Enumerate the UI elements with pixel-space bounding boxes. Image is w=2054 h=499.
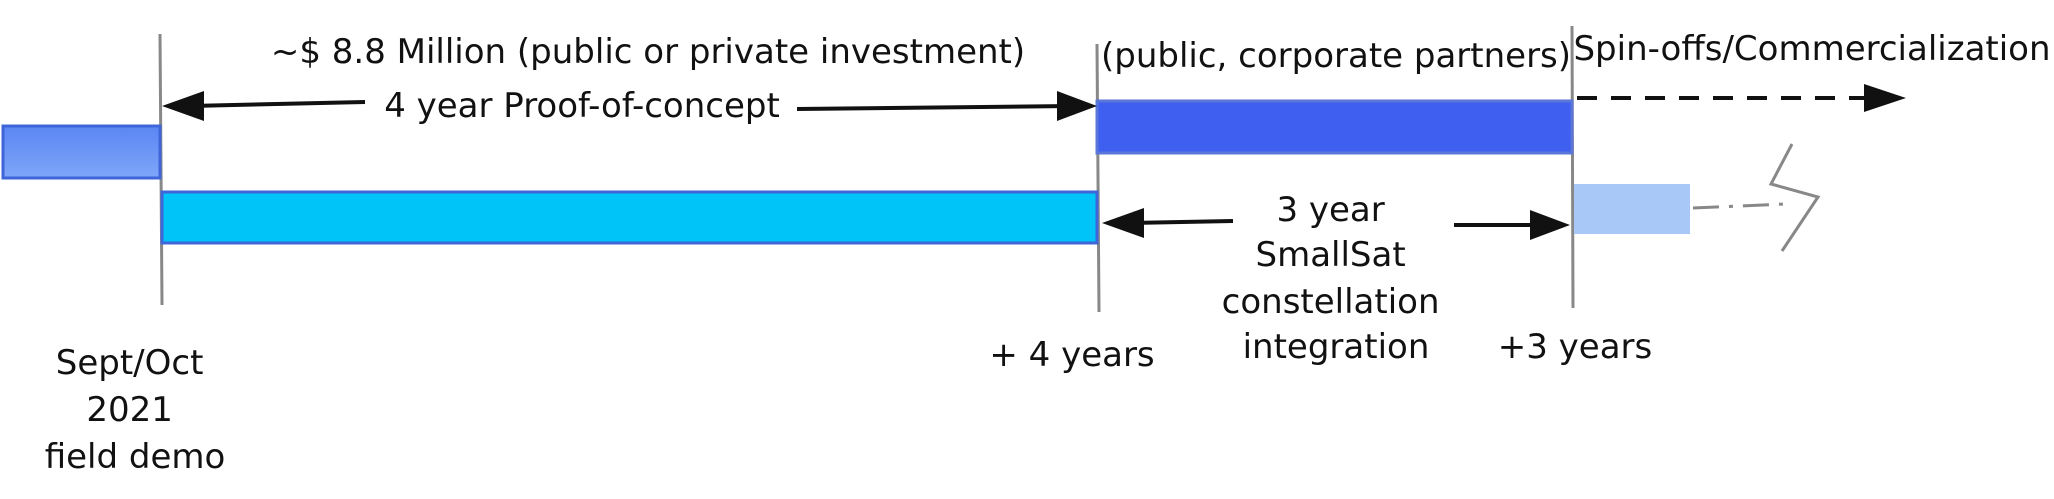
- field-demo-line-1: Sept/Oct: [56, 343, 204, 383]
- spinoffs-label: Spin-offs/Commercialization: [1573, 29, 2050, 69]
- spinoff-dashed-arrow-head: [1864, 84, 1906, 112]
- smallsat-line-4: integration: [1243, 327, 1430, 367]
- milestone-line-4-years: [1095, 43, 1101, 313]
- milestone-line-7-years: [1570, 25, 1575, 309]
- field-demo-label: Sept/Oct 2021 field demo: [45, 343, 226, 477]
- smallsat-line-3: constellation: [1222, 282, 1440, 322]
- proof-of-concept-bar: [160, 190, 1099, 245]
- partners-phase-bar: [1095, 99, 1574, 155]
- poc-arrow-right-segment: [796, 104, 1073, 111]
- poc-arrow-left-segment: [189, 100, 366, 108]
- pre-demo-bar: [1, 124, 162, 180]
- lightning-bolt-icon: [1768, 143, 1821, 252]
- poc-arrow-right-head: [1057, 91, 1097, 121]
- plus-3-years-label: +3 years: [1498, 327, 1653, 367]
- integration-arrow-left-segment: [1129, 219, 1234, 225]
- smallsat-line-2: SmallSat: [1256, 235, 1406, 275]
- integration-arrow-left-head: [1102, 208, 1144, 238]
- spinoff-dash-dot-line: [1692, 202, 1787, 210]
- smallsat-line-1: 3 year: [1276, 190, 1384, 230]
- partners-label: (public, corporate partners): [1101, 36, 1571, 76]
- integration-arrow-right-head: [1530, 210, 1570, 240]
- proof-of-concept-label: 4 year Proof-of-concept: [384, 86, 780, 126]
- smallsat-integration-label: 3 year SmallSat constellation integratio…: [1222, 190, 1451, 367]
- spinoff-phase-bar: [1574, 184, 1690, 234]
- plus-4-years-label: + 4 years: [989, 335, 1154, 375]
- funding-label: ~$ 8.8 Million (public or private invest…: [271, 32, 1025, 72]
- field-demo-line-3: field demo: [45, 437, 226, 477]
- poc-arrow-left-head: [162, 91, 204, 121]
- field-demo-line-2: 2021: [86, 390, 173, 430]
